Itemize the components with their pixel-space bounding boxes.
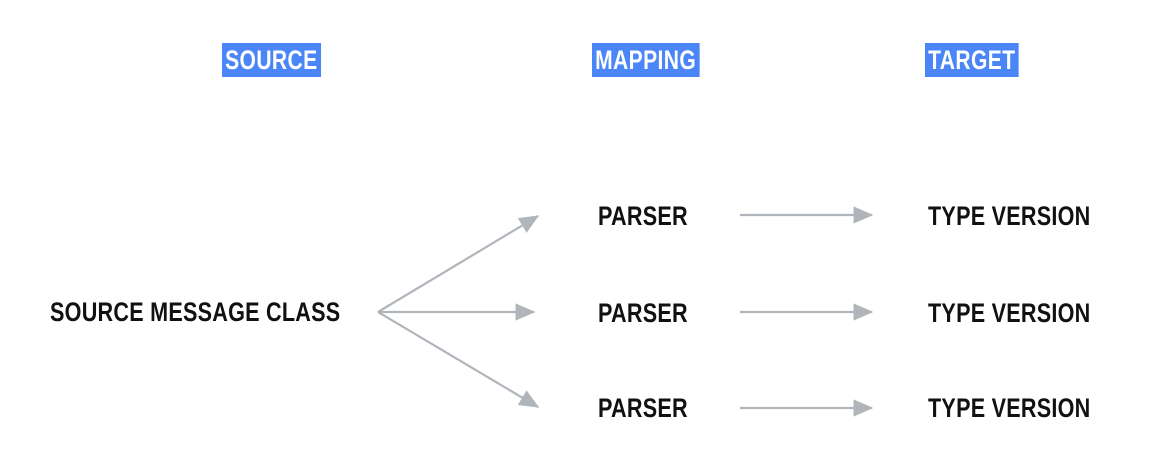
node-parser-2: PARSER [598,298,688,328]
arrow-source-to-parser-3 [377,311,540,408]
node-parser-1: PARSER [598,201,688,231]
column-header-mapping: MAPPING [592,43,700,77]
node-source-message-class: SOURCE MESSAGE CLASS [50,297,341,327]
arrow-source-to-parser-1 [377,215,540,313]
node-type-version-2: TYPE VERSION [928,298,1091,328]
column-header-source: SOURCE [222,43,321,77]
column-header-target: TARGET [925,43,1019,77]
node-type-version-1: TYPE VERSION [928,201,1091,231]
node-type-version-3: TYPE VERSION [928,393,1091,423]
node-parser-3: PARSER [598,393,688,423]
